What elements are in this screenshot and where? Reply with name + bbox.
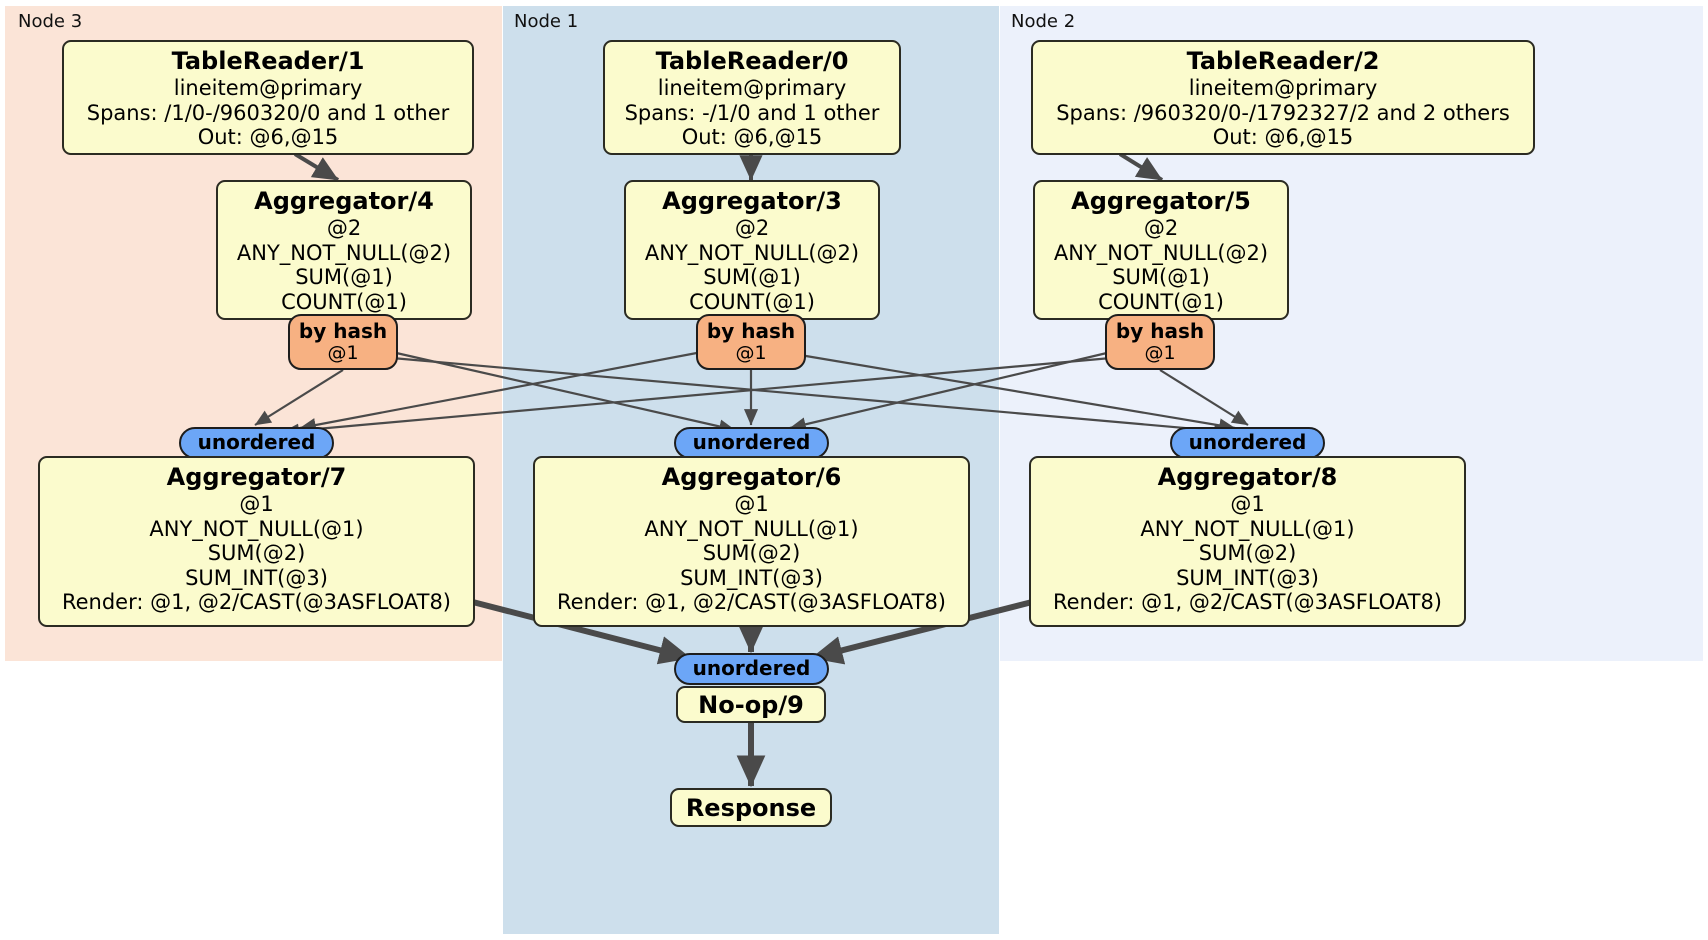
unordered-synchronizer-center[interactable]: unordered <box>674 427 829 459</box>
unordered-synchronizer-final-label: unordered <box>692 656 811 681</box>
table-reader-2-line-2: Spans: /960320/0-/1792327/2 and 2 others <box>1056 100 1510 125</box>
aggregator-3-box[interactable]: Aggregator/3 @2 ANY_NOT_NULL(@2) SUM(@1)… <box>624 180 880 320</box>
table-reader-1-box[interactable]: TableReader/1 lineitem@primary Spans: /1… <box>62 40 474 155</box>
aggregator-3-title: Aggregator/3 <box>662 187 842 215</box>
table-reader-1-line-2: Spans: /1/0-/960320/0 and 1 other <box>86 100 450 125</box>
table-reader-2-title: TableReader/2 <box>1186 47 1380 75</box>
aggregator-8-title: Aggregator/8 <box>1157 463 1338 491</box>
table-reader-0-line-1: lineitem@primary <box>657 76 847 101</box>
unordered-synchronizer-right-label: unordered <box>1188 430 1307 455</box>
table-reader-1-line-3: Out: @6,@15 <box>197 125 339 150</box>
table-reader-1-line-1: lineitem@primary <box>173 76 363 101</box>
aggregator-3-line-3: SUM(@1) <box>703 265 801 290</box>
hash-router-left-column: @1 <box>327 341 359 364</box>
response-box[interactable]: Response <box>670 788 832 827</box>
response-title: Response <box>685 793 817 822</box>
table-reader-1-title: TableReader/1 <box>171 47 365 75</box>
aggregator-6-box[interactable]: Aggregator/6 @1 ANY_NOT_NULL(@1) SUM(@2)… <box>533 456 970 627</box>
hash-router-left[interactable]: by hash @1 <box>288 314 398 370</box>
unordered-synchronizer-center-label: unordered <box>692 430 811 455</box>
aggregator-5-line-3: SUM(@1) <box>1112 265 1210 290</box>
aggregator-6-line-3: SUM(@2) <box>702 541 801 566</box>
hash-router-center[interactable]: by hash @1 <box>696 314 806 370</box>
aggregator-7-title: Aggregator/7 <box>166 463 347 491</box>
aggregator-7-line-3: SUM(@2) <box>207 541 306 566</box>
aggregator-8-line-3: SUM(@2) <box>1198 541 1297 566</box>
aggregator-8-line-5: Render: @1, @2/CAST(@3ASFLOAT8) <box>1052 590 1443 615</box>
node-label-node2: Node 2 <box>1011 11 1076 32</box>
aggregator-7-line-1: @1 <box>239 492 274 517</box>
aggregator-7-line-5: Render: @1, @2/CAST(@3ASFLOAT8) <box>61 590 452 615</box>
aggregator-7-box[interactable]: Aggregator/7 @1 ANY_NOT_NULL(@1) SUM(@2)… <box>38 456 475 627</box>
node-label-node3: Node 3 <box>18 11 83 32</box>
aggregator-4-box[interactable]: Aggregator/4 @2 ANY_NOT_NULL(@2) SUM(@1)… <box>216 180 472 320</box>
aggregator-6-line-4: SUM_INT(@3) <box>680 565 823 590</box>
node-label-node1: Node 1 <box>514 11 579 32</box>
aggregator-5-line-2: ANY_NOT_NULL(@2) <box>1053 240 1269 265</box>
table-reader-0-line-3: Out: @6,@15 <box>681 125 823 150</box>
aggregator-3-line-4: COUNT(@1) <box>689 289 815 314</box>
aggregator-4-title: Aggregator/4 <box>254 187 434 215</box>
aggregator-4-line-4: COUNT(@1) <box>281 289 407 314</box>
aggregator-6-line-1: @1 <box>734 492 769 517</box>
aggregator-5-line-1: @2 <box>1143 216 1179 241</box>
aggregator-3-line-2: ANY_NOT_NULL(@2) <box>644 240 860 265</box>
aggregator-7-line-2: ANY_NOT_NULL(@1) <box>149 516 364 541</box>
table-reader-2-line-1: lineitem@primary <box>1188 76 1378 101</box>
hash-router-center-label: by hash <box>706 318 796 343</box>
aggregator-4-line-1: @2 <box>326 216 362 241</box>
unordered-synchronizer-left[interactable]: unordered <box>179 427 334 459</box>
aggregator-4-line-3: SUM(@1) <box>295 265 393 290</box>
aggregator-5-line-4: COUNT(@1) <box>1098 289 1224 314</box>
table-reader-2-box[interactable]: TableReader/2 lineitem@primary Spans: /9… <box>1031 40 1535 155</box>
aggregator-3-line-1: @2 <box>734 216 770 241</box>
table-reader-2-line-3: Out: @6,@15 <box>1212 125 1354 150</box>
aggregator-7-line-4: SUM_INT(@3) <box>185 565 328 590</box>
unordered-synchronizer-final[interactable]: unordered <box>674 653 829 685</box>
hash-router-right[interactable]: by hash @1 <box>1105 314 1215 370</box>
aggregator-8-box[interactable]: Aggregator/8 @1 ANY_NOT_NULL(@1) SUM(@2)… <box>1029 456 1466 627</box>
table-reader-0-box[interactable]: TableReader/0 lineitem@primary Spans: -/… <box>603 40 901 155</box>
aggregator-6-line-5: Render: @1, @2/CAST(@3ASFLOAT8) <box>556 590 947 615</box>
hash-router-left-label: by hash <box>298 318 388 343</box>
unordered-synchronizer-left-label: unordered <box>197 430 316 455</box>
table-reader-0-title: TableReader/0 <box>655 47 849 75</box>
aggregator-4-line-2: ANY_NOT_NULL(@2) <box>236 240 452 265</box>
hash-router-center-column: @1 <box>735 341 767 364</box>
unordered-synchronizer-right[interactable]: unordered <box>1170 427 1325 459</box>
aggregator-6-line-2: ANY_NOT_NULL(@1) <box>644 516 859 541</box>
no-op-9-box[interactable]: No-op/9 <box>676 686 826 723</box>
hash-router-right-column: @1 <box>1144 341 1176 364</box>
aggregator-6-title: Aggregator/6 <box>661 463 842 491</box>
hash-router-right-label: by hash <box>1115 318 1205 343</box>
aggregator-8-line-4: SUM_INT(@3) <box>1176 565 1319 590</box>
aggregator-5-title: Aggregator/5 <box>1071 187 1251 215</box>
table-reader-0-line-2: Spans: -/1/0 and 1 other <box>624 100 880 125</box>
aggregator-8-line-2: ANY_NOT_NULL(@1) <box>1140 516 1355 541</box>
aggregator-8-line-1: @1 <box>1230 492 1265 517</box>
aggregator-5-box[interactable]: Aggregator/5 @2 ANY_NOT_NULL(@2) SUM(@1)… <box>1033 180 1289 320</box>
no-op-9-title: No-op/9 <box>698 690 804 719</box>
